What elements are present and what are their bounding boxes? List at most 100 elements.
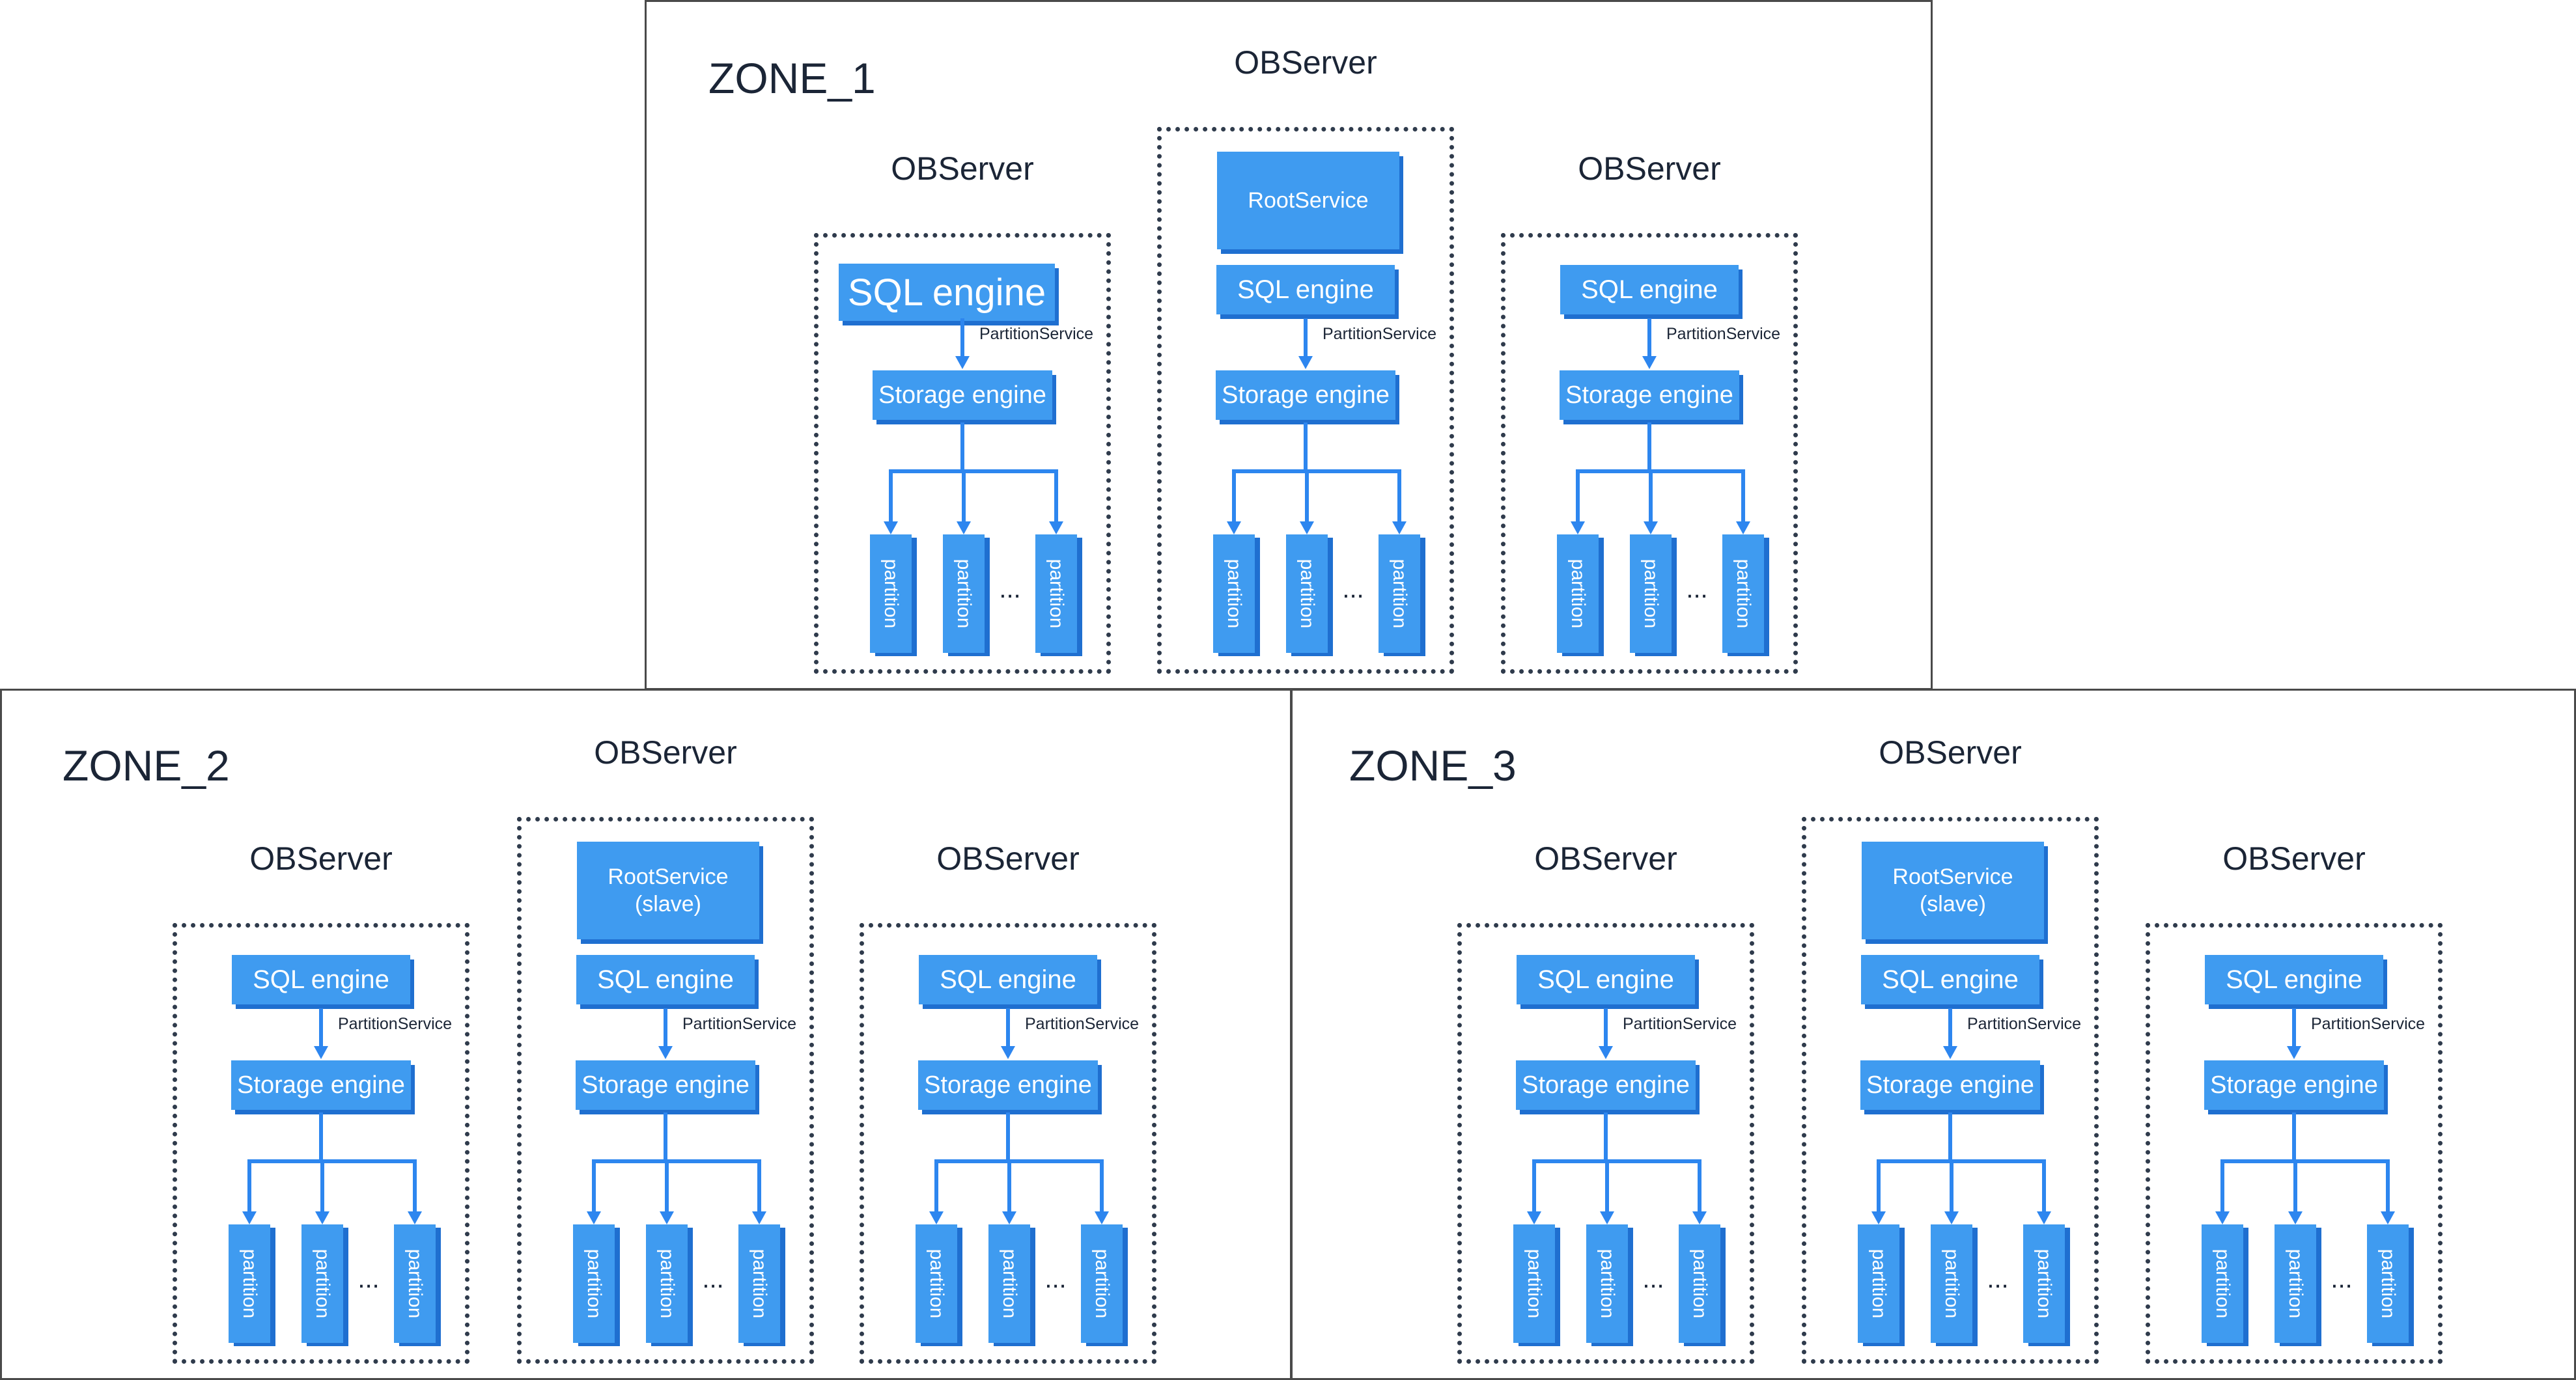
partition-bus-connector	[592, 1159, 761, 1163]
storage-trunk-connector	[1647, 422, 1651, 469]
storage-trunk-connector	[960, 422, 964, 469]
partition-block: partition	[2367, 1224, 2409, 1343]
partition-service-label: PartitionService	[1967, 1015, 2082, 1033]
partition-label: partition	[1091, 1249, 1113, 1319]
sql-to-storage-connector	[1006, 1008, 1010, 1047]
partition-label: partition	[1941, 1249, 1963, 1319]
partition-arrow	[587, 1211, 601, 1224]
partition-label: partition	[1296, 559, 1318, 629]
partition-arrow	[1392, 521, 1407, 534]
partition-block: partition	[1286, 534, 1328, 653]
storage-trunk-connector	[1948, 1112, 1952, 1159]
partition-service-label: PartitionService	[2311, 1015, 2426, 1033]
partition-arrow	[2037, 1211, 2051, 1224]
partition-block: partition	[1722, 534, 1764, 653]
partition-block: partition	[2202, 1224, 2243, 1343]
sql-to-storage-connector	[1304, 318, 1308, 357]
partition-service-label: PartitionService	[1666, 325, 1781, 343]
partition-bus-connector	[889, 469, 1058, 473]
observer-box	[517, 817, 814, 1364]
partition-bus-connector	[934, 1159, 1104, 1163]
partition-block: partition	[1035, 534, 1077, 653]
sql-to-storage-arrow	[1599, 1046, 1613, 1059]
partition-drop-connector	[1054, 469, 1058, 523]
sql-to-storage-connector	[664, 1008, 667, 1047]
partition-drop-connector	[1877, 1159, 1881, 1213]
partition-arrow	[408, 1211, 422, 1224]
partition-label: partition	[1689, 1249, 1711, 1319]
partition-drop-connector	[934, 1159, 938, 1213]
sql-engine-box: SQL engine	[232, 955, 410, 1004]
partition-label: partition	[2212, 1249, 2233, 1319]
partition-label: partition	[953, 559, 975, 629]
partition-label: partition	[1524, 1249, 1545, 1319]
storage-engine-box: Storage engine	[2204, 1060, 2384, 1110]
sql-engine-box: SQL engine	[576, 955, 755, 1004]
partition-drop-connector	[889, 469, 893, 523]
partition-arrow	[1871, 1211, 1886, 1224]
observer-box	[860, 923, 1156, 1364]
storage-trunk-connector	[1304, 422, 1308, 469]
storage-trunk-connector	[1604, 1112, 1608, 1159]
partition-block: partition	[2023, 1224, 2065, 1343]
observer-box	[814, 233, 1111, 674]
storage-trunk-connector	[319, 1112, 323, 1159]
partition-arrow	[1644, 521, 1658, 534]
partition-arrow	[315, 1211, 329, 1224]
partition-block: partition	[1557, 534, 1599, 653]
sql-engine-box: SQL engine	[919, 955, 1097, 1004]
partition-arrow	[1600, 1211, 1614, 1224]
partition-arrow	[1571, 521, 1585, 534]
partition-drop-connector	[1741, 469, 1745, 523]
sql-to-storage-connector	[1647, 318, 1651, 357]
partition-arrow	[884, 521, 898, 534]
server-label: OBServer	[594, 734, 737, 771]
partition-drop-connector	[2042, 1159, 2046, 1213]
partition-arrow	[2215, 1211, 2230, 1224]
partition-ellipsis: ...	[1044, 1265, 1067, 1293]
server-label: OBServer	[1879, 734, 2022, 771]
partition-label: partition	[1389, 559, 1410, 629]
partition-ellipsis: ...	[1342, 575, 1364, 603]
storage-engine-box: Storage engine	[1860, 1060, 2040, 1110]
partition-bus-connector	[1232, 469, 1401, 473]
partition-arrow	[660, 1211, 674, 1224]
partition-block: partition	[1630, 534, 1672, 653]
partition-arrow	[2288, 1211, 2303, 1224]
partition-label: partition	[239, 1249, 260, 1319]
zone-title: ZONE_2	[63, 741, 230, 790]
partition-service-label: PartitionService	[682, 1015, 797, 1033]
partition-arrow	[1300, 521, 1314, 534]
partition-drop-connector	[247, 1159, 251, 1213]
zone-title: ZONE_1	[708, 54, 876, 102]
partition-drop-connector	[1232, 469, 1236, 523]
partition-drop-connector	[413, 1159, 417, 1213]
partition-block: partition	[870, 534, 912, 653]
partition-bus-connector	[247, 1159, 417, 1163]
sql-to-storage-arrow	[1298, 356, 1313, 369]
server-label: OBServer	[1534, 840, 1677, 877]
partition-block: partition	[573, 1224, 615, 1343]
root-service-box: RootService (slave)	[1862, 842, 2044, 939]
observer-box	[1457, 923, 1754, 1364]
observer-box	[1157, 127, 1454, 674]
partition-ellipsis: ...	[999, 575, 1021, 603]
partition-arrow	[1944, 1211, 1959, 1224]
partition-label: partition	[2377, 1249, 2399, 1319]
partition-label: partition	[926, 1249, 947, 1319]
server-label: OBServer	[936, 840, 1080, 877]
partition-drop-connector	[1605, 1159, 1609, 1213]
partition-bus-connector	[1576, 469, 1745, 473]
partition-label: partition	[999, 1249, 1020, 1319]
partition-label: partition	[1224, 559, 1245, 629]
partition-drop-connector	[2220, 1159, 2224, 1213]
sql-to-storage-arrow	[2287, 1046, 2301, 1059]
partition-service-label: PartitionService	[1025, 1015, 1140, 1033]
partition-arrow	[242, 1211, 257, 1224]
sql-to-storage-arrow	[1642, 356, 1657, 369]
partition-label: partition	[1640, 559, 1662, 629]
partition-label: partition	[1567, 559, 1589, 629]
partition-block: partition	[229, 1224, 270, 1343]
sql-to-storage-arrow	[658, 1046, 673, 1059]
observer-box	[173, 923, 469, 1364]
